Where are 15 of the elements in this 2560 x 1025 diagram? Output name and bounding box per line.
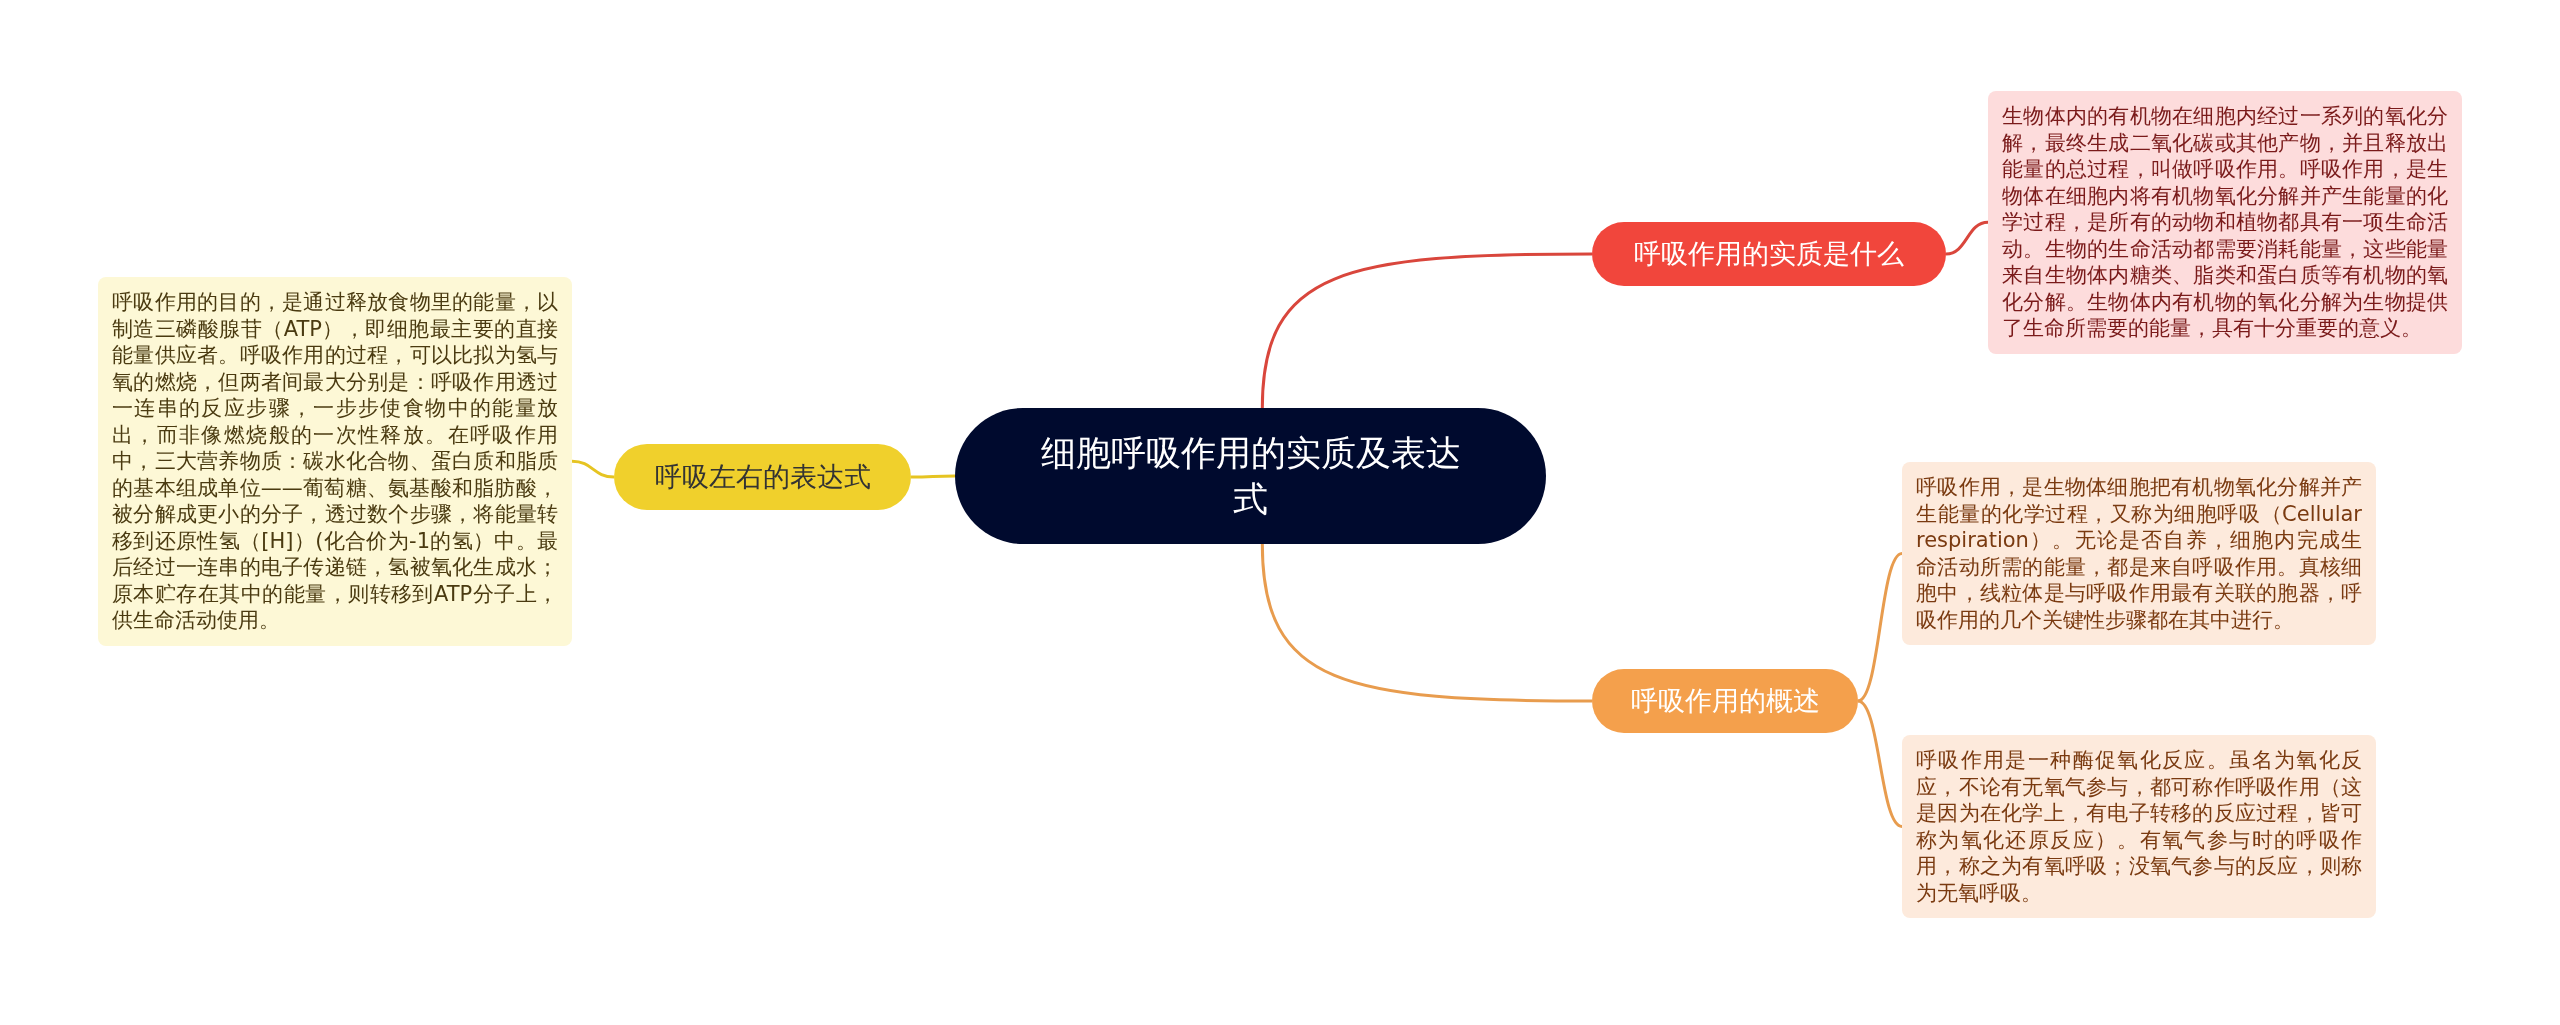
connector-line	[1260, 543, 1592, 703]
connector-line	[1857, 699, 1903, 828]
note-card: 呼吸作用的目的，是通过释放食物里的能量，以制造三磷酸腺苷（ATP），即细胞最主要的直接能量供应者。呼吸作用的过程，可以比拟为氢与氧的燃烧，但两者间最大分别是：呼吸作用透过一连串的反应步骤，一步步使食物中的能量放出，而非像燃烧般的一次性释放。在呼吸作用中，三大营养物质：碳水化合物、蛋白质和脂质的基本组成单位——葡萄糖、氨基酸和脂肪酸，被分解成更小的分子，透过数个步骤，将能量转移到还原性氢（[H]）(化合价为-1的氢）中。最后经过一连串的电子传递链，氢被氧化生成水；原本贮存在其中的能量，则转移到ATP分子上，供生命活动使用。	[98, 277, 572, 646]
note-card: 呼吸作用是一种酶促氧化反应。虽名为氧化反应，不论有无氧气参与，都可称作呼吸作用（这是因为在化学上，有电子转移的反应过程，皆可称为氧化还原反应）。有氧气参与时的呼吸作用，称之为有氧呼吸；没氧气参与的反应，则称为无氧呼吸。	[1902, 735, 2376, 918]
connector-line	[1260, 252, 1592, 409]
note-card: 呼吸作用，是生物体细胞把有机物氧化分解并产生能量的化学过程，又称为细胞呼吸（Cellular respiration）。无论是否自养，细胞内完成生命活动所需的能量，都是来自呼吸作用。真核细胞中，线粒体是与呼吸作用最有关联的胞器，呼吸作用的几个关键性步骤都在其中进行。	[1902, 462, 2376, 645]
connector-line	[1857, 552, 1903, 703]
connector-line	[571, 459, 615, 479]
note-card: 生物体内的有机物在细胞内经过一系列的氧化分解，最终生成二氧化碳或其他产物，并且释放出能量的总过程，叫做呼吸作用。呼吸作用，是生物体在细胞内将有机物氧化分解并产生能量的化学过程，是所有的动物和植物都具有一项生命活动。生物的生命活动都需要消耗能量，这些能量来自生物体内糖类、脂类和蛋白质等有机物的氧化分解。生物体内有机物的氧化分解为生物提供了生命所需要的能量，具有十分重要的意义。	[1988, 91, 2462, 354]
topic-pill: 呼吸作用的实质是什么	[1592, 222, 1946, 286]
connector-line	[1945, 220, 1989, 256]
topic-pill: 呼吸左右的表达式	[614, 444, 911, 510]
central-topic: 细胞呼吸作用的实质及表达式	[955, 408, 1546, 544]
topic-pill: 呼吸作用的概述	[1592, 669, 1858, 733]
connector-line	[911, 474, 955, 479]
